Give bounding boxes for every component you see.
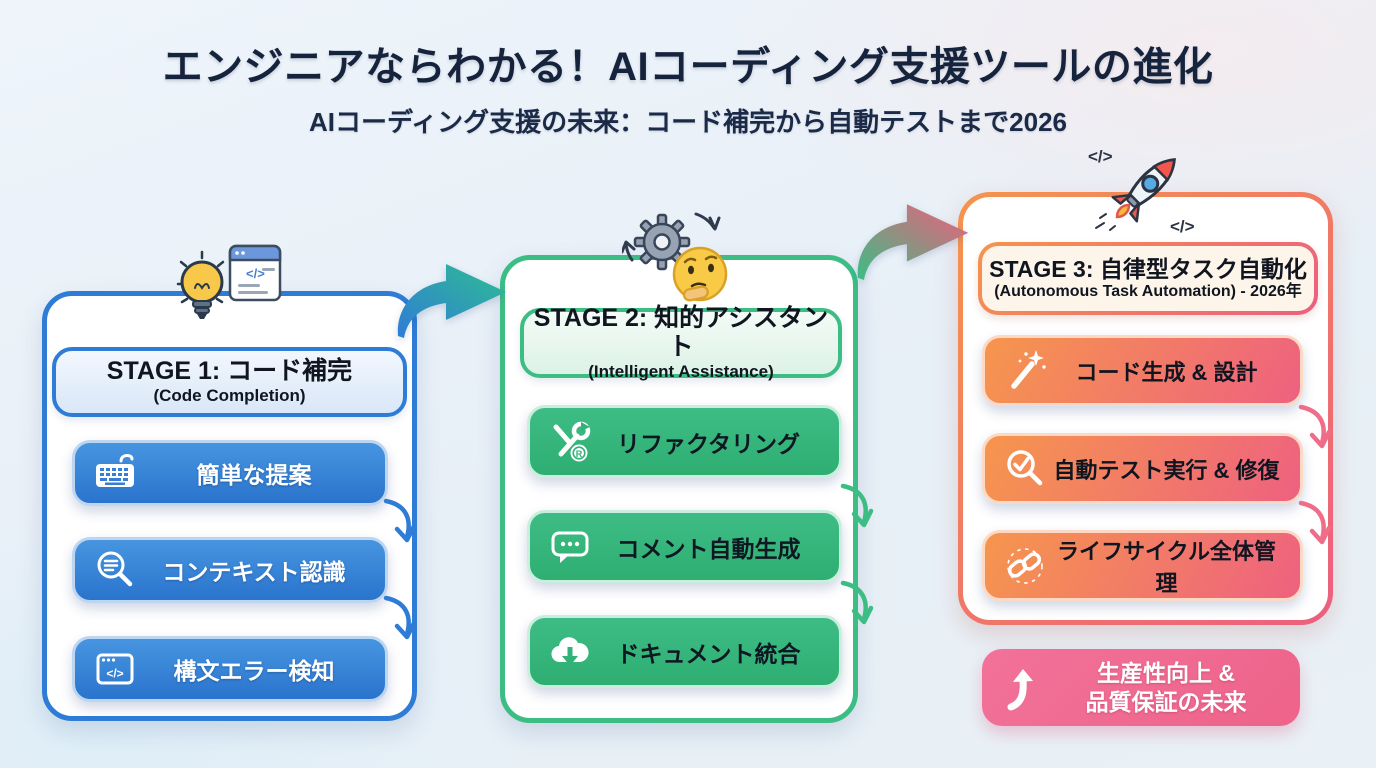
summary-text: 生産性向上 & 品質保証の未来 bbox=[1048, 659, 1300, 717]
chain-link-icon bbox=[1007, 547, 1043, 584]
stage-1-header: STAGE 1: コード補完 (Code Completion) bbox=[52, 347, 407, 417]
lightbulb-code-window-icon: </> bbox=[176, 244, 282, 319]
magic-wand-icon bbox=[1011, 349, 1046, 389]
stage1-item-syntax-error-detection: </> 構文エラー検知 bbox=[72, 636, 388, 702]
stage2-item-label: リファクタリング bbox=[616, 430, 801, 457]
stage2-item-refactoring: R リファクタリング bbox=[527, 405, 842, 478]
comment-bubble-icon bbox=[551, 531, 589, 563]
stage2-connector-arrow bbox=[840, 483, 874, 528]
stage1-item-label: 簡単な提案 bbox=[196, 462, 312, 488]
stage2-connector-arrow bbox=[840, 580, 874, 625]
stage3-item-label: コード生成 & 設計 bbox=[1075, 359, 1258, 385]
search-check-icon bbox=[1007, 449, 1043, 485]
stage1-item-label: コンテキスト認識 bbox=[162, 559, 346, 585]
stage-3-header: STAGE 3: 自律型タスク自動化 (Autonomous Task Auto… bbox=[978, 242, 1318, 315]
summary-line1: 生産性向上 & bbox=[1097, 659, 1235, 686]
stage2-item-label: コメント自動生成 bbox=[616, 535, 801, 562]
stage3-item-label: 自動テスト実行 & 修復 bbox=[1053, 457, 1280, 483]
stage-1-title: STAGE 1: コード補完 bbox=[106, 357, 353, 386]
keyboard-icon bbox=[96, 454, 134, 487]
stage3-item-full-lifecycle-management: ライフサイクル全体管理 bbox=[982, 530, 1303, 601]
stage1-connector-arrow bbox=[383, 595, 417, 640]
trend-up-arrow-icon bbox=[1007, 668, 1033, 710]
title-block: エンジニアならわかる！AIコーディング支援ツールの進化 AIコーディング支援の未… bbox=[0, 34, 1376, 139]
stage-2-panel: STAGE 2: 知的アシスタント (Intelligent Assistanc… bbox=[500, 255, 858, 723]
svg-text:</>: </> bbox=[1170, 217, 1195, 236]
summary-line2: 品質保証の未来 bbox=[1085, 688, 1247, 715]
code-window-icon: </> bbox=[96, 653, 134, 685]
stage-3-panel: STAGE 3: 自律型タスク自動化 (Autonomous Task Auto… bbox=[958, 192, 1333, 625]
stage2-item-documentation-integration: ドキュメント統合 bbox=[527, 615, 842, 688]
stage-3-subtitle: (Autonomous Task Automation) - 2026年 bbox=[994, 283, 1302, 301]
stage-2-title: STAGE 2: 知的アシスタント bbox=[533, 304, 829, 361]
stage-3-header-inner: STAGE 3: 自律型タスク自動化 (Autonomous Task Auto… bbox=[982, 246, 1314, 311]
svg-text:</>: </> bbox=[1088, 147, 1113, 166]
page-subtitle: AIコーディング支援の未来：コード補完から自動テストまで2026 bbox=[308, 107, 1068, 137]
stage1-item-label: 構文エラー検知 bbox=[173, 658, 335, 684]
stage1-item-context-awareness: コンテキスト認識 bbox=[72, 537, 388, 603]
rocket-code-icon: </> </> bbox=[1088, 147, 1195, 236]
cloud-download-icon bbox=[551, 636, 589, 666]
stage3-item-auto-test-run-repair: 自動テスト実行 & 修復 bbox=[982, 433, 1303, 504]
stage1-to-stage2-arrow bbox=[397, 264, 506, 338]
stage3-connector-arrow bbox=[1298, 500, 1332, 545]
stage-3-panel-inner: STAGE 3: 自律型タスク自動化 (Autonomous Task Auto… bbox=[963, 197, 1328, 620]
svg-text:R: R bbox=[576, 449, 583, 459]
stage3-item-label: ライフサイクル全体管理 bbox=[1057, 538, 1276, 596]
stage2-to-stage3-arrow bbox=[857, 204, 969, 280]
stage1-connector-arrow bbox=[383, 498, 417, 543]
stage-3-title: STAGE 3: 自律型タスク自動化 bbox=[989, 255, 1307, 282]
stage2-item-auto-comment-generation: コメント自動生成 bbox=[527, 510, 842, 583]
summary-box: 生産性向上 & 品質保証の未来 bbox=[982, 649, 1300, 726]
svg-text:</>: </> bbox=[106, 667, 123, 681]
stage2-item-label: ドキュメント統合 bbox=[616, 640, 801, 667]
stage-2-header: STAGE 2: 知的アシスタント (Intelligent Assistanc… bbox=[520, 304, 842, 381]
svg-text:</>: </> bbox=[246, 266, 265, 281]
stage-1-subtitle: (Code Completion) bbox=[153, 386, 306, 406]
stage1-item-simple-suggestions: 簡単な提案 bbox=[72, 440, 388, 506]
page-title: エンジニアならわかる！AIコーディング支援ツールの進化 bbox=[162, 45, 1214, 89]
stage3-connector-arrow bbox=[1298, 404, 1332, 449]
context-search-icon bbox=[97, 551, 133, 587]
stage-2-subtitle: (Intelligent Assistance) bbox=[588, 361, 774, 381]
refactor-tools-icon: R bbox=[553, 421, 591, 461]
stage3-item-code-generation-design: コード生成 & 設計 bbox=[982, 335, 1303, 406]
gear-thinking-face-icon bbox=[622, 212, 728, 302]
stage-1-panel: STAGE 1: コード補完 (Code Completion) 簡単な提案 bbox=[42, 291, 417, 721]
